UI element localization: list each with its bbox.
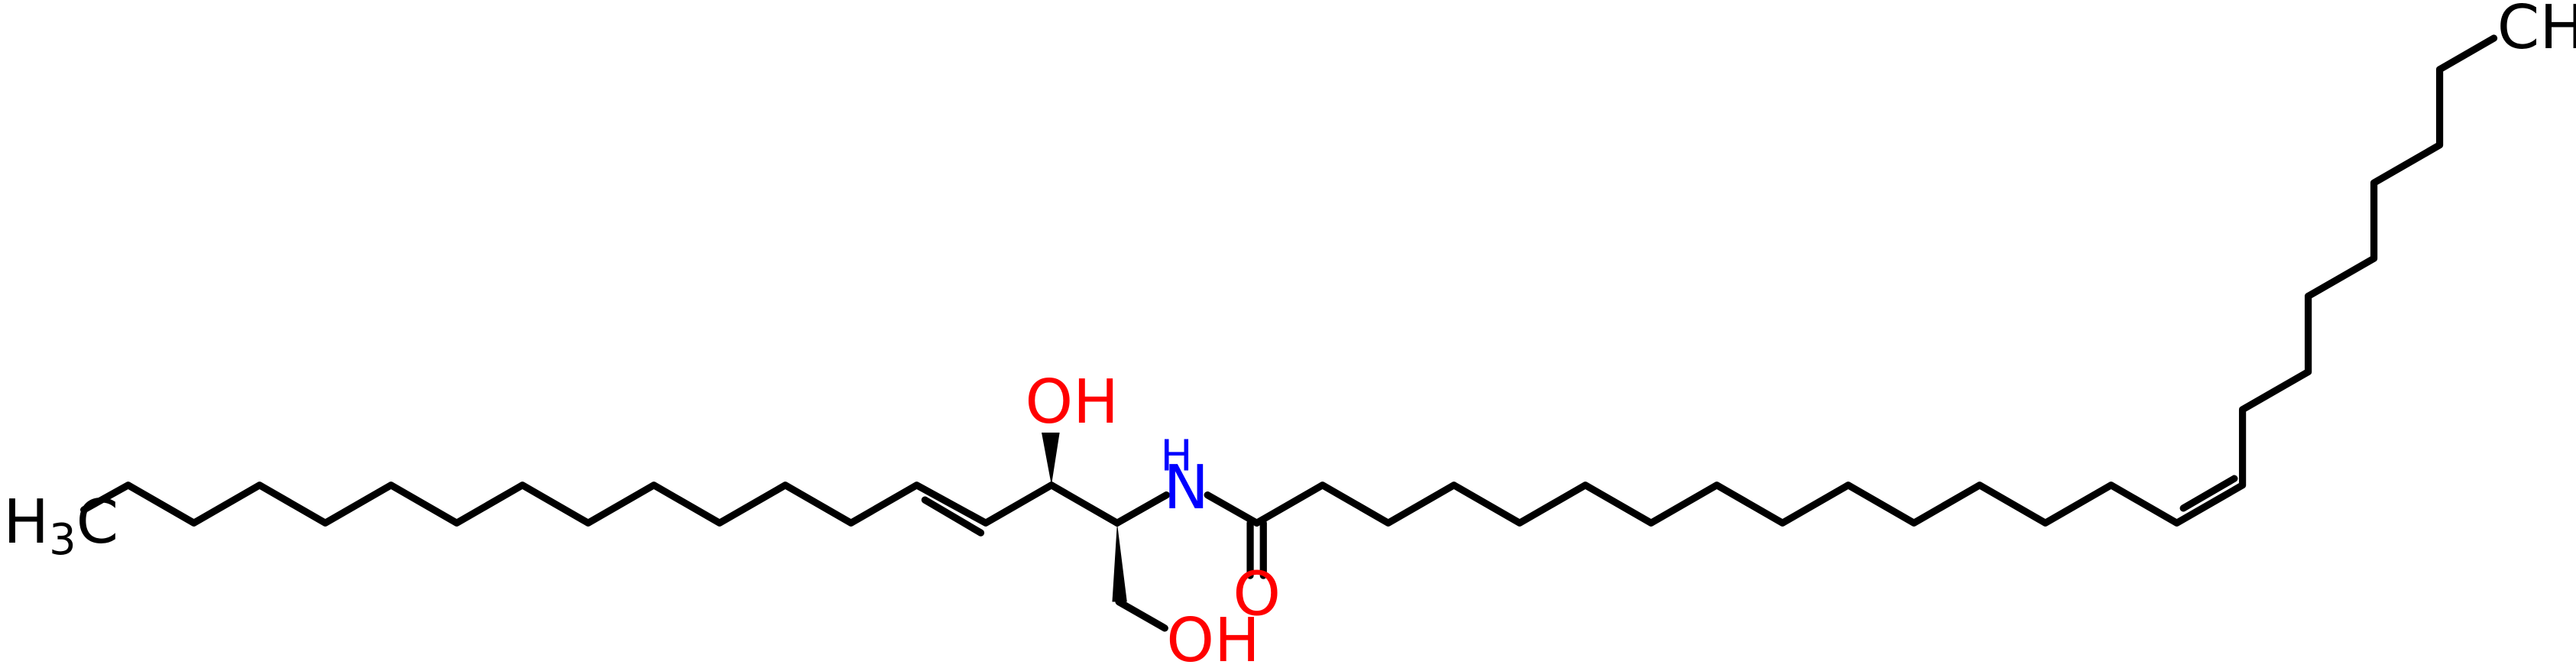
cis-double-bond <box>2179 475 2238 512</box>
acyl-chain-bonds <box>1253 34 2498 527</box>
hydroxyl-top-label: OH <box>1026 366 1119 437</box>
methyl-right-ch: CH <box>2497 0 2576 63</box>
c3-hydroxyl-wedge <box>1042 432 1060 485</box>
sphingoid-chain-bonds <box>80 482 1055 527</box>
hydroxyl-bottom-label: OH <box>1166 605 1259 668</box>
c2-hydroxymethyl-wedge <box>1112 523 1127 602</box>
methyl-left-h: H <box>3 486 49 557</box>
n-carbonyl-bond <box>1204 491 1261 527</box>
amide-h: H <box>1161 431 1193 481</box>
ch2-oh-bond <box>1115 598 1168 632</box>
amide-n: N <box>1163 452 1209 523</box>
methyl-left-subscript: 3 <box>49 515 76 565</box>
methyl-left-c: C <box>76 486 119 557</box>
c3-c2-bond <box>1048 482 1121 527</box>
amide-nitrogen-label: H N <box>1161 413 1212 522</box>
carbonyl-oxygen-label: O <box>1233 559 1281 630</box>
c2-n-bond <box>1113 491 1171 527</box>
methyl-right-label: CH3 <box>2497 0 2576 70</box>
methyl-left-label: H3C <box>3 486 118 565</box>
trans-double-bond <box>921 496 985 537</box>
